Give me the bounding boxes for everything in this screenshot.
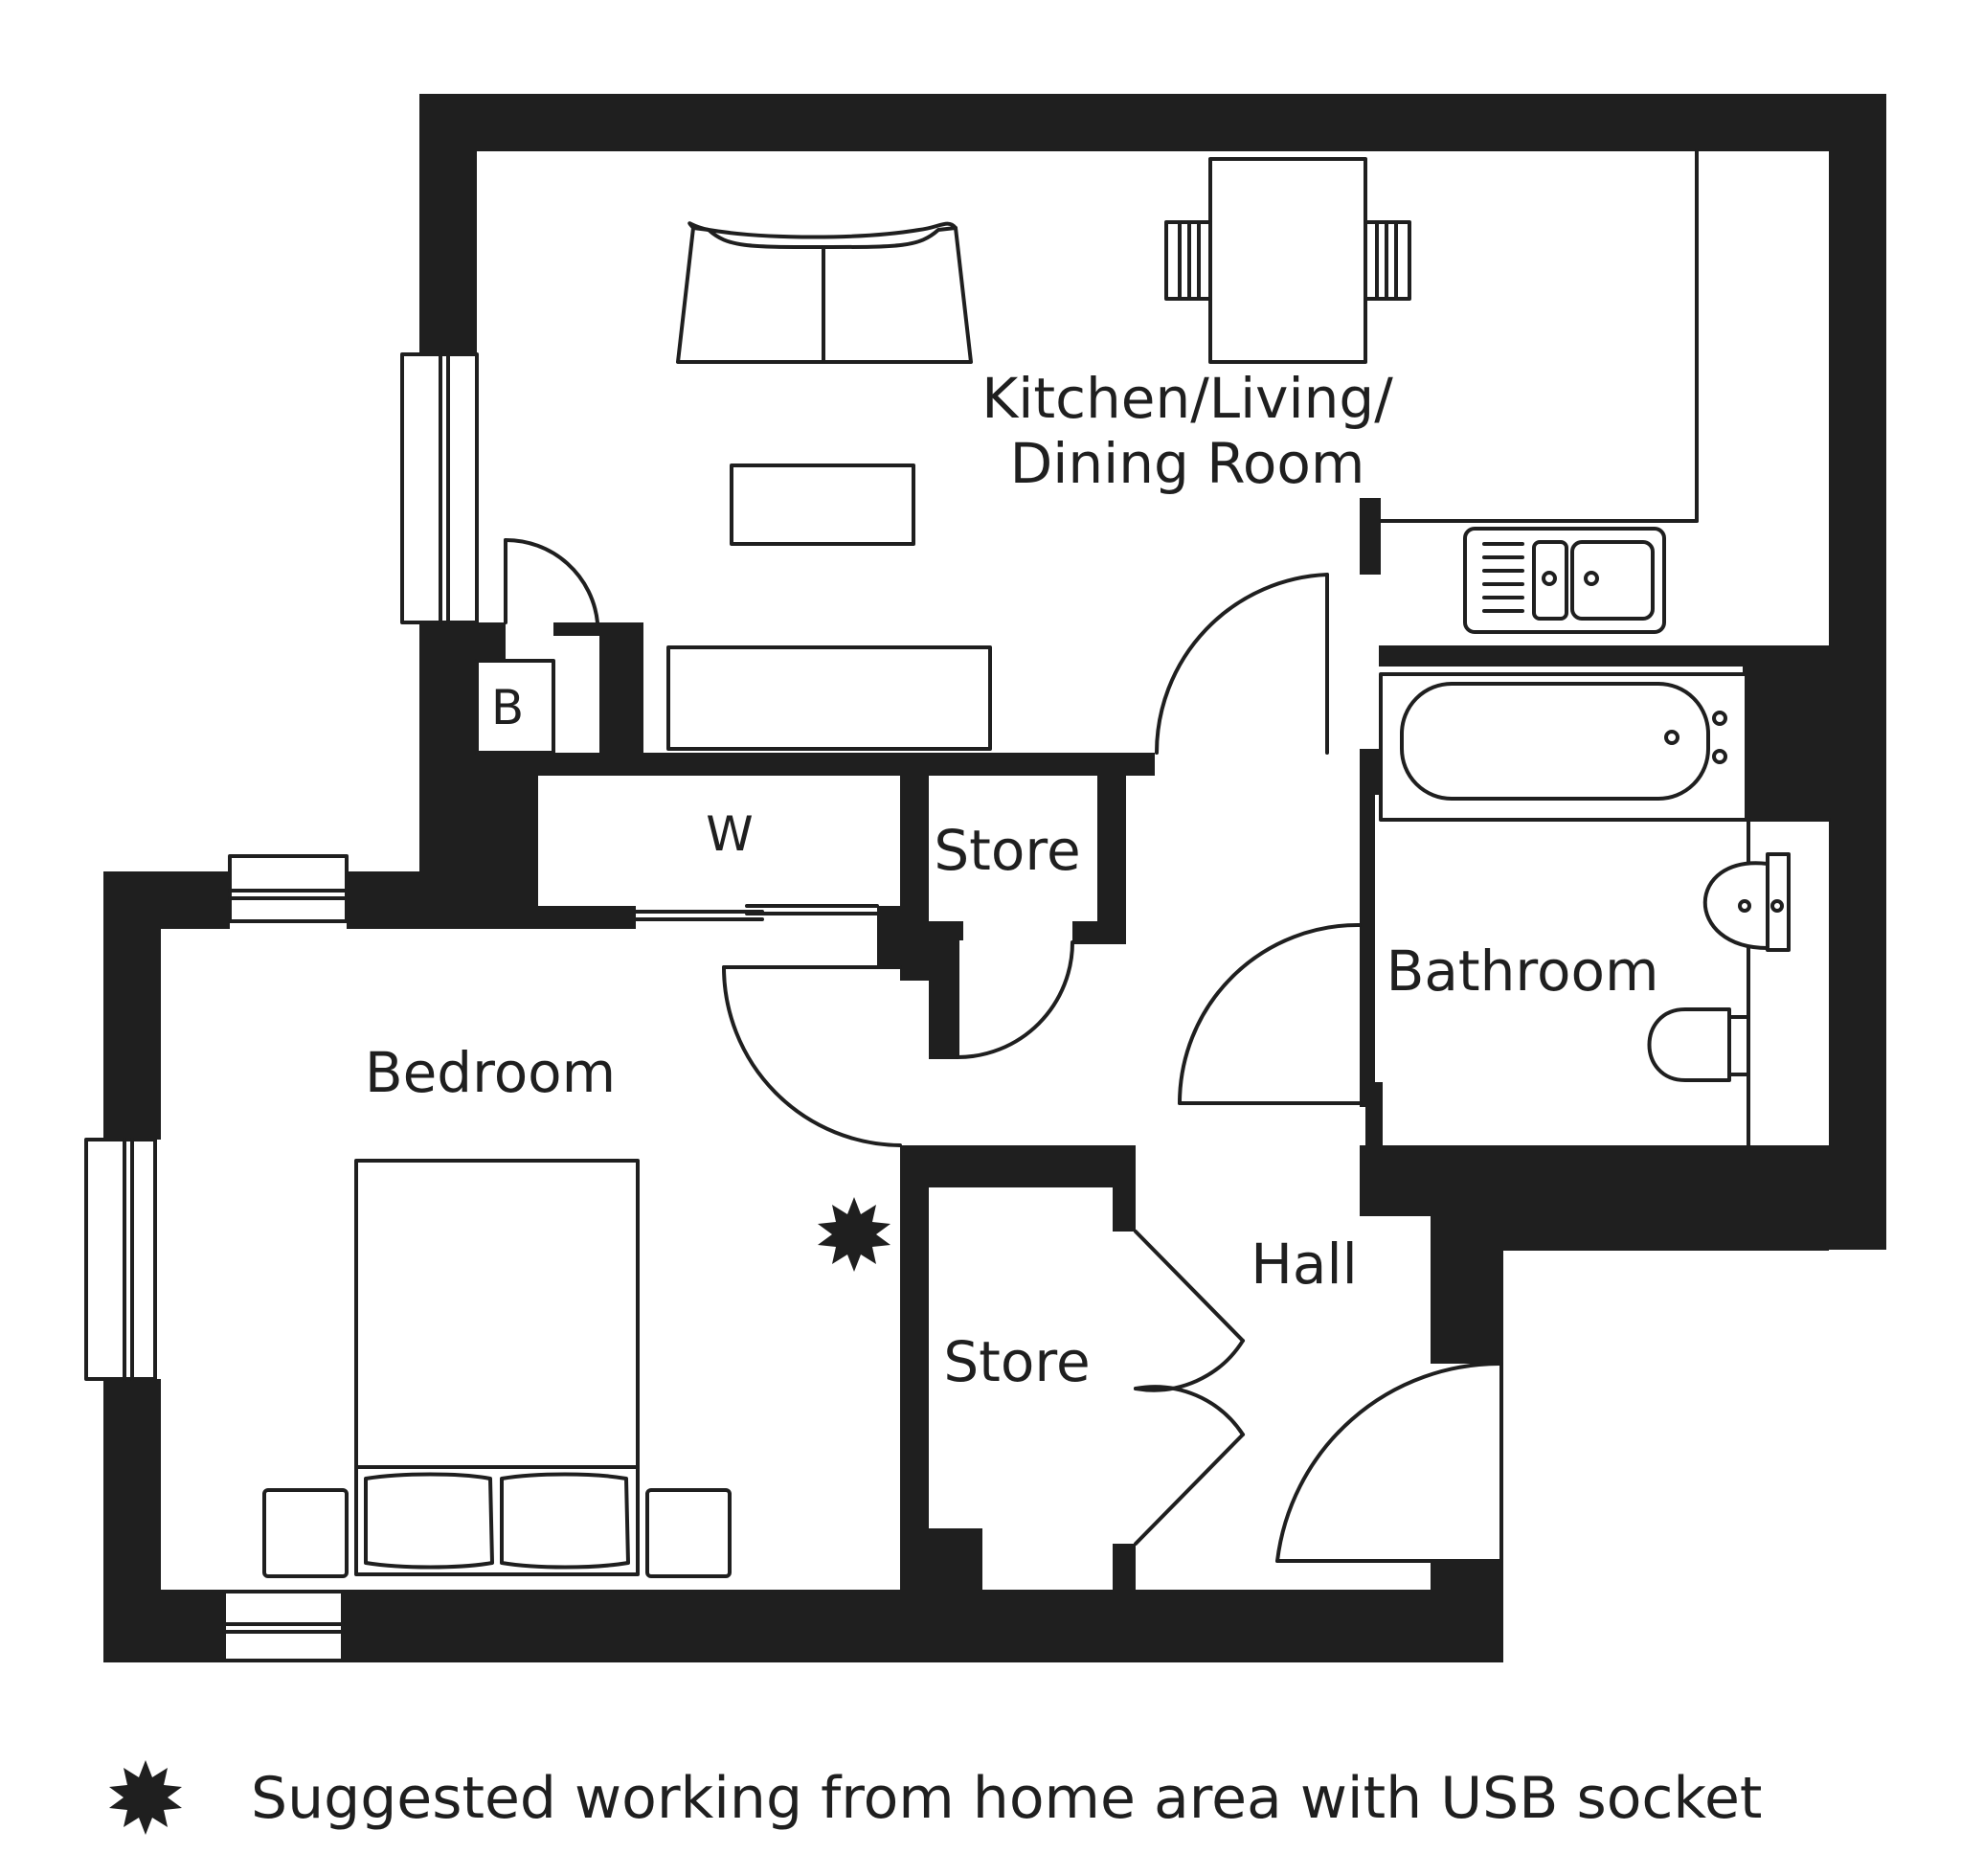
boiler-label: B <box>491 680 524 735</box>
store-lower-label: Store <box>943 1329 1090 1394</box>
windows <box>84 352 479 1662</box>
dining-table-icon <box>1164 157 1411 364</box>
bedroom-label: Bedroom <box>365 1040 616 1105</box>
toilet-icon <box>1647 1007 1750 1082</box>
kitchen-label-line2: Dining Room <box>1010 431 1365 496</box>
work-area-star-icon <box>818 1197 890 1272</box>
walls <box>103 94 1886 1662</box>
boiler-icon <box>475 659 555 755</box>
bathroom-label: Bathroom <box>1386 938 1659 1004</box>
doors <box>504 537 1503 1563</box>
legend-text: Suggested working from home area with US… <box>251 1765 1762 1832</box>
basin-icon <box>1702 852 1791 952</box>
tv-unit-icon <box>666 645 992 751</box>
hall-label: Hall <box>1251 1232 1357 1297</box>
room-labels: Kitchen/Living/ Dining Room Bedroom Bath… <box>365 366 1659 1394</box>
wardrobe-label: W <box>706 806 753 862</box>
kitchen-worktop <box>1379 149 1699 523</box>
bath-icon <box>1379 672 1748 822</box>
sofa-icon <box>676 221 973 364</box>
bedside-table-left-icon <box>262 1488 349 1578</box>
sink-icon <box>1463 527 1666 634</box>
bedside-table-right-icon <box>645 1488 732 1578</box>
bed-icon <box>354 1159 640 1576</box>
kitchen-label-line1: Kitchen/Living/ <box>981 366 1393 431</box>
store-upper-label: Store <box>934 818 1080 883</box>
legend: Suggested working from home area with US… <box>109 1760 1762 1835</box>
legend-star-icon <box>109 1760 182 1835</box>
coffee-table-icon <box>730 463 915 546</box>
